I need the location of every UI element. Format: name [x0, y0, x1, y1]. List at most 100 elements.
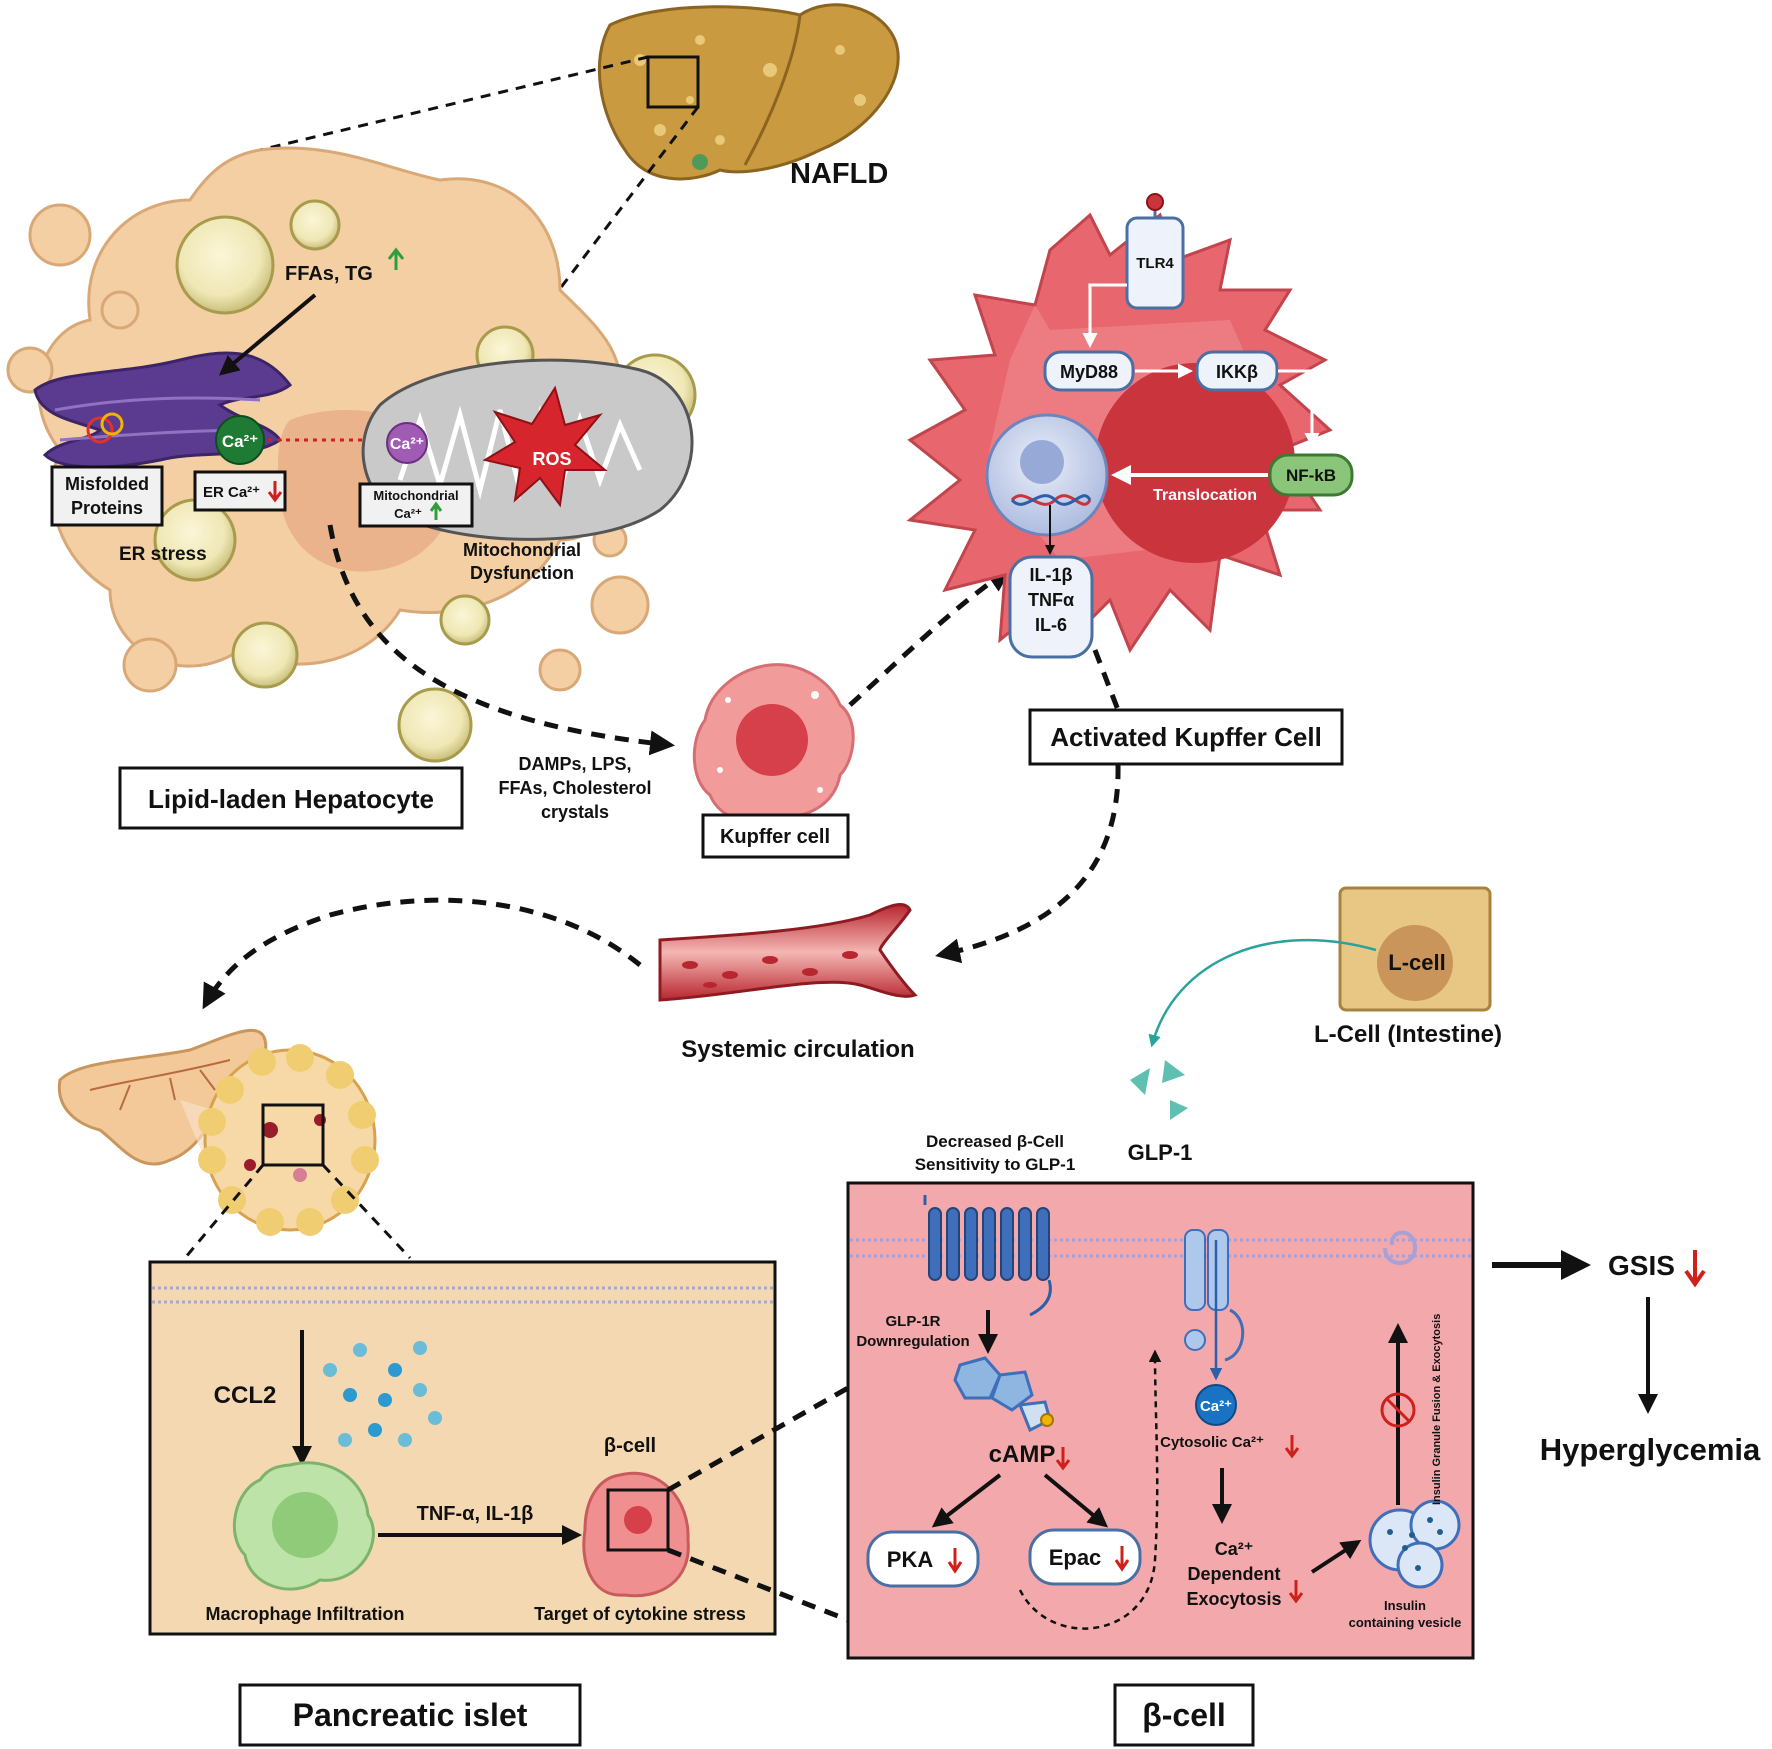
beta-zoom-upper: [666, 1385, 850, 1493]
cytokine-dash-short: [1092, 649, 1121, 711]
epac-label: Epac: [1049, 1545, 1102, 1570]
target-label: Target of cytokine stress: [534, 1604, 746, 1624]
camp-label: cAMP: [989, 1441, 1056, 1468]
activated-title: Activated Kupffer Cell: [1050, 722, 1322, 752]
epac-pill: [1028, 1528, 1142, 1586]
mito-dys-line2: Dysfunction: [470, 563, 574, 583]
mito-calcium-up-arrow: [429, 501, 443, 520]
hepatocyte-to-kupffer-arrow: [327, 524, 675, 756]
decreased-line2: Sensitivity to GLP-1: [915, 1155, 1076, 1174]
lcell-nucleus: [1377, 925, 1453, 1001]
cytosolic-label: Cytosolic Ca²⁺: [1160, 1434, 1264, 1451]
pka-down-arrow: [947, 1548, 963, 1574]
ikkb-pill: [1195, 350, 1279, 392]
er-calcium-down-arrow: [267, 481, 283, 503]
exocytosis-pit: [1383, 1230, 1418, 1265]
tnf-il1b-label: TNF-α, IL-1β: [417, 1503, 534, 1525]
mito-calcium-box: [358, 482, 474, 528]
macrophage-cell: [232, 1461, 375, 1591]
pka-pill: [866, 1530, 980, 1588]
islet-panel: [148, 1260, 777, 1636]
cytokine-il6: IL-6: [1035, 615, 1067, 635]
beta-cell-target: [582, 1471, 690, 1598]
circulation-to-pancreas-arrow: [202, 897, 642, 1010]
damps-line3: crystals: [541, 802, 609, 822]
mito-calcium-line2: Ca²⁺: [394, 506, 422, 521]
glp1-molecule: [1130, 1068, 1150, 1095]
cytokines-pill: [1008, 555, 1094, 659]
kupffer-label: Kupffer cell: [720, 826, 830, 848]
cytokine-il1b: IL-1β: [1030, 565, 1073, 585]
macrophage-label: Macrophage Infiltration: [205, 1604, 404, 1624]
exo-line3: Exocytosis: [1186, 1589, 1281, 1609]
islet-zoom-left: [183, 1164, 265, 1259]
er-stress-label: ER stress: [119, 544, 207, 565]
tlr4-to-myd88-arrow: [1082, 283, 1127, 348]
ffas-to-er-arrow: [218, 293, 317, 376]
fusion-label: Insulin Granule Fusion & Exocytosis: [1431, 1314, 1443, 1505]
misfolded-line2: Proteins: [71, 498, 143, 518]
bcell-title-box: [1113, 1683, 1255, 1747]
exo-line2: Dependent: [1187, 1564, 1280, 1584]
calcium-channel: [1184, 1229, 1245, 1362]
activated-to-circulation-arrow: [935, 764, 1121, 964]
vesicle-line2: containing vesicle: [1349, 1615, 1462, 1630]
zoom-line-left: [259, 55, 649, 152]
ikkb-to-nfkb-arrow: [1278, 369, 1320, 448]
ffas-up-arrow: [387, 247, 405, 270]
ccl2-label: CCL2: [214, 1382, 277, 1409]
exo-down-arrow: [1288, 1580, 1304, 1604]
ffas-tg-label: FFAs, TG: [285, 263, 373, 285]
glp1r-line1: GLP-1R: [885, 1313, 940, 1330]
bcell-title: β-cell: [1142, 1697, 1226, 1733]
lcell-inner-label: L-cell: [1388, 950, 1445, 975]
gsis-down-arrow: [1684, 1250, 1706, 1288]
kupffer-to-activated-arrow: [848, 567, 1013, 707]
nafld-label: NAFLD: [790, 158, 888, 190]
cytokine-tnfa: TNFα: [1028, 590, 1074, 610]
mito-calcium-text: Ca²⁺: [390, 436, 424, 453]
epac-down-arrow: [1114, 1546, 1130, 1572]
cytosolic-calcium-badge: [1195, 1384, 1237, 1426]
circulation-label: Systemic circulation: [681, 1036, 914, 1063]
tlr4-label: TLR4: [1136, 255, 1174, 272]
hepatocyte-title-box: [118, 766, 464, 830]
glp1-molecule: [1170, 1100, 1188, 1120]
inhibition-icon: [1380, 1392, 1416, 1428]
er-calcium-label: ER Ca²⁺: [203, 484, 260, 501]
vesicle-line1: Insulin: [1384, 1598, 1426, 1613]
gsis-label: GSIS: [1608, 1250, 1675, 1281]
mito-dys-line1: Mitochondrial: [463, 540, 581, 560]
damps-line2: FFAs, Cholesterol: [498, 778, 651, 798]
damps-line1: DAMPs, LPS,: [518, 754, 631, 774]
nfkb-label: NF-kB: [1286, 466, 1336, 485]
lcell-label: L-Cell (Intestine): [1314, 1021, 1502, 1048]
myd88-label: MyD88: [1060, 362, 1118, 382]
ligand-dot: [1146, 193, 1164, 211]
activated-title-box: [1028, 708, 1344, 766]
ikkb-label: IKKβ: [1216, 362, 1258, 382]
er-calcium-box: [193, 470, 287, 512]
misfolded-box: [50, 465, 164, 527]
zoom-line-right: [538, 106, 700, 316]
ccl2-molecules: [323, 1341, 442, 1447]
activated-kupffer-cell: [906, 212, 1333, 654]
glp1r-line2: Downregulation: [856, 1333, 969, 1350]
insulin-vesicle-cluster: [1368, 1499, 1461, 1589]
mito-calcium-line1: Mitochondrial: [373, 488, 458, 503]
hyperglycemia-label: Hyperglycemia: [1540, 1432, 1761, 1467]
kupffer-label-box: [701, 813, 850, 859]
beta-cell-label: β-cell: [604, 1435, 656, 1457]
glp1-secretion-arrow: [1148, 938, 1377, 1048]
hepatocyte-title: Lipid-laden Hepatocyte: [148, 784, 434, 814]
glp1-label: GLP-1: [1128, 1140, 1193, 1165]
beta-zoom-lower: [667, 1547, 849, 1623]
liver-organ: [597, 3, 900, 181]
er-calcium-text: Ca²⁺: [222, 432, 258, 451]
glp1r-receptor: [923, 1195, 1052, 1317]
er-calcium-bubble: [215, 415, 265, 465]
ros-label: ROS: [532, 449, 571, 469]
myd88-pill: [1043, 350, 1135, 392]
mito-calcium-bubble: [386, 422, 428, 464]
islet-title-box: [238, 1683, 582, 1747]
